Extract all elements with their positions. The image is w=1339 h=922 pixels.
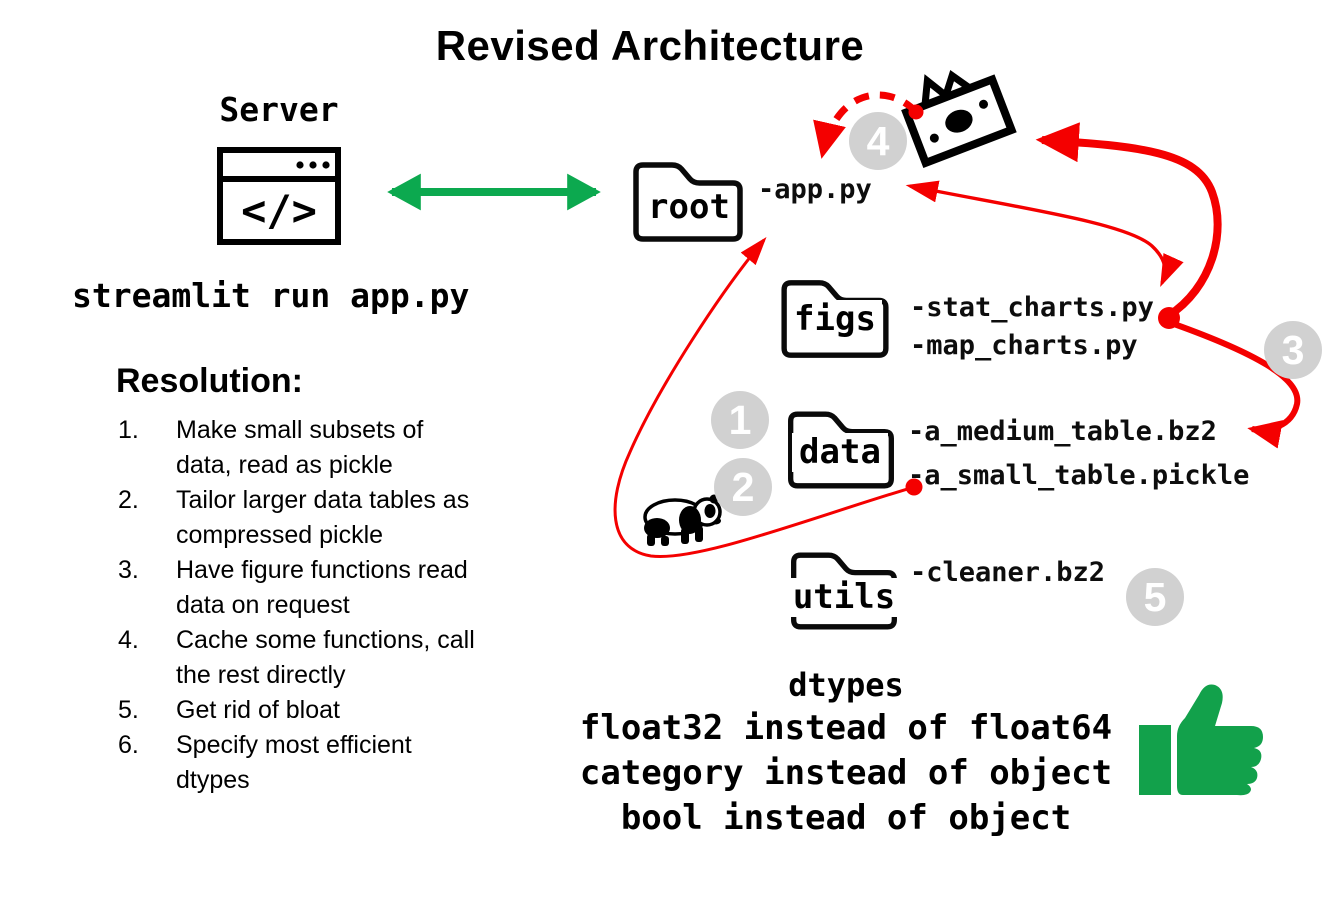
item-number: 1. (118, 416, 139, 444)
resolution-item: 2. Tailor larger data tables as compress… (118, 483, 478, 553)
step-badge-1: 1 (711, 391, 769, 449)
item-text: Cache some functions, call the rest dire… (176, 626, 475, 689)
item-text: Specify most efficient dtypes (176, 731, 412, 794)
page-title: Revised Architecture (435, 22, 865, 69)
server-label: Server (219, 90, 339, 129)
item-text: Tailor larger data tables as compressed … (176, 486, 470, 549)
code-window-icon: </> (217, 147, 341, 245)
streamlit-command: streamlit run app.py (72, 276, 470, 315)
step-badge-4: 4 (849, 112, 907, 170)
resolution-item: 5. Get rid of bloat (118, 693, 478, 728)
file-map-charts: -map_charts.py (910, 330, 1138, 361)
resolution-item: 1. Make small subsets of data, read as p… (118, 413, 478, 483)
item-number: 4. (118, 626, 139, 654)
figs-junction-dot (1158, 307, 1180, 329)
folder-label-figs: figs (788, 299, 882, 340)
item-number: 5. (118, 696, 139, 724)
folder-label-root: root (642, 187, 736, 228)
item-number: 2. (118, 486, 139, 514)
folder-label-data: data (792, 432, 888, 473)
dtypes-line-3: bool instead of object (620, 798, 1072, 838)
server-root-sync-arrow (387, 173, 601, 211)
file-small-table: -a_small_table.pickle (908, 460, 1250, 491)
resolution-list: 1. Make small subsets of data, read as p… (118, 413, 478, 798)
step-badge-3: 3 (1264, 321, 1322, 379)
dtypes-line-2: category instead of object (579, 753, 1113, 793)
code-glyph: </> (241, 186, 317, 235)
app-figs-double-arrow (905, 180, 1184, 288)
file-app-py: -app.py (758, 174, 872, 205)
resolution-heading: Resolution: (116, 362, 303, 400)
step-badge-5: 5 (1126, 568, 1184, 626)
resolution-item: 4. Cache some functions, call the rest d… (118, 623, 478, 693)
dtypes-lines: float32 instead of float64 category inst… (516, 706, 1176, 841)
thumbs-up-icon (1139, 684, 1263, 796)
file-cleaner: -cleaner.bz2 (910, 557, 1106, 588)
file-medium-table: -a_medium_table.bz2 (908, 416, 1217, 447)
resolution-item: 6. Specify most efficient dtypes (118, 728, 478, 798)
file-stat-charts: -stat_charts.py (910, 292, 1154, 323)
figs-to-money-arrow (1035, 122, 1222, 320)
dtypes-heading: dtypes (788, 666, 904, 704)
folder-icon-root (633, 162, 743, 242)
resolution-item: 3. Have figure functions read data on re… (118, 553, 478, 623)
item-number: 3. (118, 556, 139, 584)
dtypes-line-1: float32 instead of float64 (579, 708, 1113, 748)
step-badge-2: 2 (714, 458, 772, 516)
item-text: Make small subsets of data, read as pick… (176, 416, 424, 479)
pandas-panda-icon (643, 494, 722, 546)
item-text: Get rid of bloat (176, 696, 340, 724)
folder-label-utils: utils (790, 577, 898, 618)
item-number: 6. (118, 731, 139, 759)
cash-money-icon (901, 69, 1017, 169)
item-text: Have figure functions read data on reque… (176, 556, 468, 619)
